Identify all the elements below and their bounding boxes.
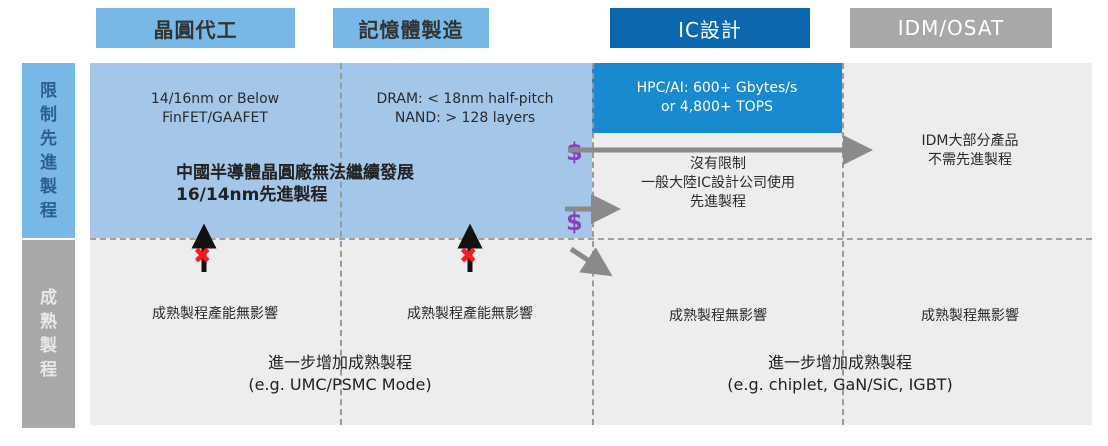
memory-restriction: DRAM: < 18nm half-pitch NAND: > 128 laye… <box>345 90 585 128</box>
left-note-line1: 進一步增加成熟製程 <box>267 353 412 372</box>
row-label-char: 限 <box>40 80 57 101</box>
memory-restriction-line1: DRAM: < 18nm half-pitch <box>376 91 554 107</box>
row-label-char: 成 <box>40 288 57 308</box>
row-label-char: 程 <box>40 360 57 380</box>
memory-mature-impact: 成熟製程產能無影響 <box>407 306 533 322</box>
idm-mature-impact: 成熟製程無影響 <box>921 308 1019 324</box>
idm-note: IDM大部分產品 不需先進製程 <box>850 132 1090 170</box>
china-note-line2: 16/14nm先進製程 <box>176 185 328 205</box>
ic-design-mature-impact: 成熟製程無影響 <box>669 308 767 324</box>
ic-design-line3: 先進製程 <box>690 194 746 210</box>
row-label-mature-process: 成 熟 製 程 <box>22 240 75 428</box>
china-note-line1: 中國半導體晶圓廠無法繼續發展 <box>176 163 414 183</box>
row-label-char: 制 <box>40 104 57 125</box>
idm-note-line2: 不需先進製程 <box>928 152 1012 168</box>
ic-design-line1: 沒有限制 <box>690 156 746 172</box>
divider-horizontal <box>90 238 1092 240</box>
foundry-restriction: 14/16nm or Below FinFET/GAAFET <box>110 90 320 128</box>
divider-vertical <box>592 63 594 425</box>
header-foundry: 晶圓代工 <box>96 8 295 48</box>
mature-expansion-note-right: 進一步增加成熟製程 (e.g. chiplet, GaN/SiC, IGBT) <box>670 352 1010 396</box>
ic-threshold-line2: or 4,800+ TOPS <box>661 99 773 115</box>
row-label-char: 進 <box>40 152 57 173</box>
foundry-mature-impact: 成熟製程產能無影響 <box>152 306 278 322</box>
china-foundry-note: 中國半導體晶圓廠無法繼續發展 16/14nm先進製程 <box>176 162 516 206</box>
foundry-restriction-line2: FinFET/GAAFET <box>162 110 268 126</box>
ic-design-no-restriction: 沒有限制 一般大陸IC設計公司使用 先進製程 <box>600 155 836 212</box>
dollar-icon: $ <box>566 208 583 236</box>
header-idm-osat: IDM/OSAT <box>850 8 1052 48</box>
right-note-line1: 進一步增加成熟製程 <box>767 353 912 372</box>
ic-design-threshold-box: HPC/AI: 600+ Gbytes/s or 4,800+ TOPS <box>592 63 842 133</box>
arrow-to-mature <box>569 246 613 277</box>
row-label-char: 熟 <box>40 312 57 332</box>
blocked-x-icon: ✖ <box>459 244 478 269</box>
divider-vertical <box>340 63 342 425</box>
divider-vertical <box>842 63 844 425</box>
blocked-x-icon: ✖ <box>193 244 212 269</box>
idm-note-line1: IDM大部分產品 <box>921 133 1019 149</box>
row-label-advanced-process: 限 制 先 進 製 程 <box>22 63 75 238</box>
memory-restriction-line2: NAND: > 128 layers <box>394 110 536 126</box>
header-memory: 記憶體製造 <box>333 8 489 48</box>
right-note-line2: (e.g. chiplet, GaN/SiC, IGBT) <box>727 375 953 394</box>
ic-threshold-line1: HPC/AI: 600+ Gbytes/s <box>636 80 798 96</box>
row-label-char: 先 <box>40 128 57 149</box>
row-label-char: 程 <box>40 200 57 221</box>
ic-design-line2: 一般大陸IC設計公司使用 <box>641 175 795 191</box>
row-label-char: 製 <box>40 336 57 356</box>
header-ic-design: IC設計 <box>610 8 810 48</box>
row-label-char: 製 <box>40 176 57 197</box>
mature-expansion-note-left: 進一步增加成熟製程 (e.g. UMC/PSMC Mode) <box>180 352 500 396</box>
foundry-restriction-line1: 14/16nm or Below <box>150 91 280 107</box>
left-note-line2: (e.g. UMC/PSMC Mode) <box>248 375 432 394</box>
